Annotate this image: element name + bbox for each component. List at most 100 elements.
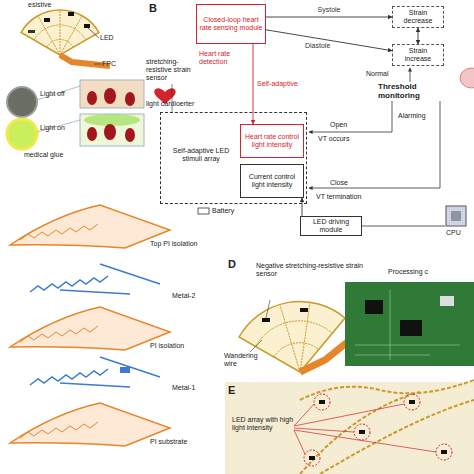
- light-glow: [84, 114, 140, 126]
- led-chip: [84, 24, 90, 28]
- panel-letter: Threshold monitoring: [378, 82, 452, 100]
- brain-icon: [460, 68, 474, 88]
- led-chip: [68, 12, 74, 16]
- layer: [10, 403, 170, 446]
- light-on-circle: [7, 119, 37, 149]
- wavy-wire: [20, 326, 98, 342]
- led-chip: [441, 450, 447, 454]
- layer: [10, 307, 170, 350]
- leader-line: [294, 404, 436, 454]
- edge-label: Systole: [309, 6, 349, 14]
- panel-a-light: [7, 80, 144, 149]
- callout-label: Wandering wire: [224, 352, 272, 368]
- sensor-chip: [28, 30, 35, 33]
- callout-label: FPC: [102, 60, 132, 68]
- panel-c-layers: [10, 205, 170, 446]
- led-circle: [314, 394, 330, 410]
- led-chip: [309, 456, 315, 460]
- wavy-wire: [34, 10, 86, 55]
- led-chip: [359, 430, 365, 434]
- ic-chip: [365, 300, 383, 314]
- pad: [120, 367, 130, 373]
- cpu-chip: [446, 206, 466, 226]
- callout-label: Heart rate detection: [199, 50, 251, 66]
- sensor-chip: [300, 308, 308, 312]
- led-chip: [44, 18, 50, 22]
- callout-label: Light on: [40, 124, 80, 132]
- callout-label: PI isolation: [150, 342, 210, 350]
- battery-icon: [198, 208, 209, 214]
- panel-e-zoom: [225, 380, 474, 474]
- flow-arrow: [302, 198, 303, 216]
- edge-label: Diastole: [305, 42, 345, 50]
- fan-mesh: [21, 10, 99, 55]
- control-box: Heart rate control light intensity: [240, 124, 304, 158]
- fpc-strip: [300, 340, 350, 372]
- callout-label: Top PI isolation: [150, 240, 214, 248]
- state-box: Strain increase: [392, 44, 444, 66]
- wavy-wire: [20, 422, 98, 438]
- pcb-trace: [355, 290, 460, 360]
- metal-layer: [30, 357, 160, 387]
- callout-label: Metal-1: [172, 384, 212, 392]
- flow-arrow: [266, 30, 392, 51]
- node-text: Closed-loop heart rate sensing module: [199, 16, 263, 32]
- cell: [87, 127, 97, 141]
- cell: [125, 92, 135, 106]
- light-off-circle: [7, 87, 37, 117]
- leader-line: [250, 300, 270, 352]
- callout-label: light cardioerter: [146, 100, 208, 108]
- callout-label: PI substrate: [150, 438, 210, 446]
- pi-layer: [10, 205, 170, 248]
- callout-label: LED: [100, 34, 130, 42]
- node-text: Self-adaptive LED stimuli array: [166, 147, 236, 163]
- callout-label: VT termination: [316, 193, 388, 201]
- callout-label: Processing c: [388, 268, 458, 276]
- tissue-panel: [80, 114, 144, 146]
- pcb-board: [345, 282, 474, 366]
- panel-letter: E: [228, 384, 240, 397]
- led-chip: [319, 400, 325, 404]
- wire: [362, 226, 445, 227]
- callout-label: Open: [330, 121, 360, 129]
- leader-line: [88, 28, 101, 64]
- node-text: Heart rate control light intensity: [243, 133, 301, 149]
- node-text: Strain decrease: [395, 9, 441, 25]
- tissue-panel: [80, 80, 144, 108]
- open-arrow: [309, 101, 392, 132]
- layer: [30, 357, 160, 387]
- panel-a-patch: [21, 10, 110, 66]
- module-group: Self-adaptive LED stimuli array Heart rat…: [160, 112, 307, 204]
- cell: [104, 124, 116, 140]
- panel-letter: D: [228, 258, 240, 271]
- led-circle: [354, 424, 370, 440]
- edge-label: Self-adaptive: [257, 80, 307, 88]
- normal-arrow: [410, 68, 411, 82]
- process-box: Closed-loop heart rate sensing module: [196, 4, 266, 44]
- fan-mesh: [239, 302, 345, 372]
- layer: [30, 264, 160, 294]
- callout-label: Battery: [212, 207, 252, 215]
- leader-line: [172, 84, 173, 112]
- callout-label: medical glue: [24, 151, 84, 159]
- led-circle: [404, 394, 420, 410]
- callout-label: stretching-resistive strain sensor: [146, 58, 194, 82]
- callout-label: Normal: [366, 70, 406, 78]
- cpu-core: [451, 211, 461, 221]
- state-box: Strain decrease: [392, 6, 444, 28]
- wavy-wire: [20, 224, 98, 240]
- node-text: Strain increase: [395, 47, 441, 63]
- flow-arrow: [266, 17, 392, 18]
- flow-arrow: [253, 44, 254, 124]
- pi-layer: [10, 307, 170, 350]
- callout-label: VT occurs: [318, 135, 373, 143]
- node-text: Current control light intensity: [243, 173, 301, 189]
- led-chip: [409, 400, 415, 404]
- callout-label: CPU: [446, 229, 472, 237]
- cell: [125, 128, 135, 142]
- node-text: LED driving module: [303, 218, 359, 234]
- callout-label: Close: [330, 179, 360, 187]
